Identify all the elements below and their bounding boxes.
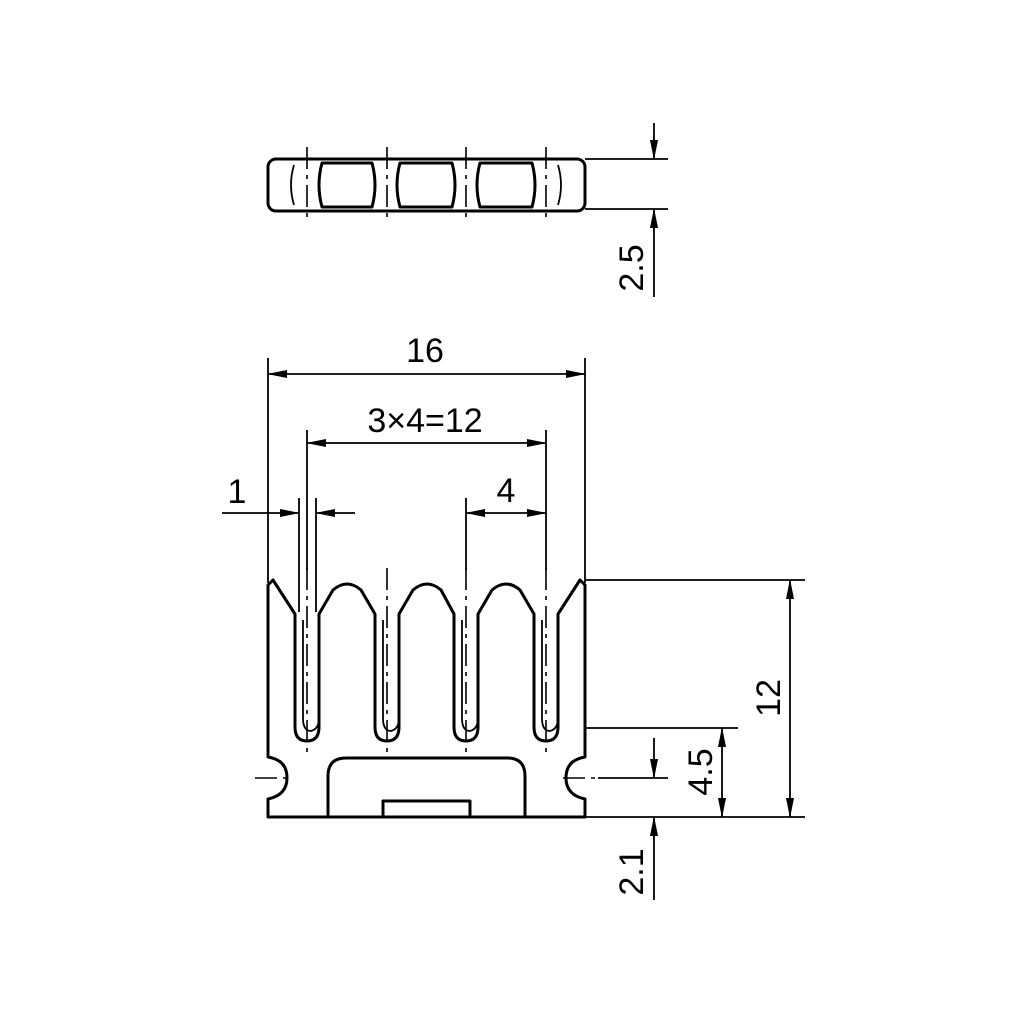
front-view-outline (266, 578, 587, 819)
top-view-segments (290, 161, 562, 209)
front-view-base-step (326, 756, 527, 819)
dimension-thickness-label: 2.5 (613, 244, 651, 291)
dimension-slot-width: 1 (222, 473, 355, 612)
dimension-base-height-label: 4.5 (682, 748, 720, 795)
dimension-slot-width-label: 1 (228, 473, 247, 511)
dimension-pitch: 4 (465, 472, 547, 570)
top-view-center-lines (306, 147, 547, 222)
front-view-inner-slots (302, 620, 559, 732)
dimension-notch-offset: 2.1 (598, 738, 668, 900)
dimension-pitch-total-label: 3×4=12 (367, 402, 482, 440)
dimension-overall-width: 16 (267, 332, 586, 583)
dimension-base-height: 4.5 (585, 727, 738, 818)
dimension-pitch-label: 4 (497, 472, 516, 510)
dimension-thickness: 2.5 (585, 123, 668, 297)
dimension-overall-height: 12 (585, 579, 805, 818)
top-view: 2.5 (266, 123, 668, 297)
front-view-slot-center-lines (306, 568, 547, 752)
dimension-notch-offset-label: 2.1 (613, 848, 651, 895)
front-view (255, 568, 598, 819)
dimension-overall-height-label: 12 (750, 679, 788, 717)
top-view-outline (266, 157, 587, 213)
dimension-overall-width-label: 16 (406, 332, 444, 370)
dimension-pitch-total: 3×4=12 (306, 402, 547, 570)
